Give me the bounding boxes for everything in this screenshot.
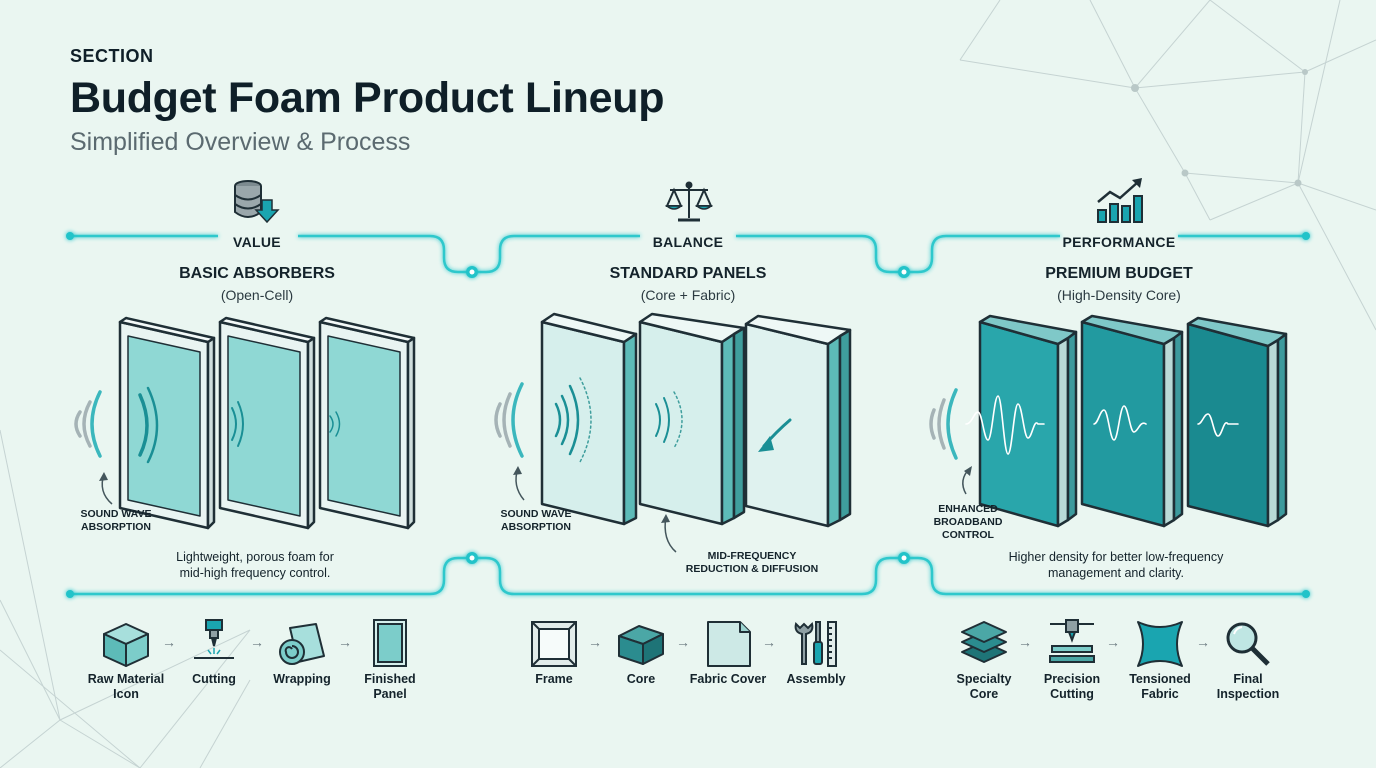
arrow-right-icon: → (588, 634, 602, 650)
page-title: Budget Foam Product Lineup (70, 74, 665, 122)
tension-icon (1137, 621, 1183, 667)
section-eyebrow: SECTION (70, 46, 154, 66)
step-fabric-cover: Fabric Cover (689, 672, 767, 686)
step-specialty-core: Specialty Core (956, 672, 1012, 701)
bottom-connector (70, 556, 1306, 596)
core-icon (618, 625, 664, 665)
label-value: VALUE (233, 234, 281, 250)
label-balance: BALANCE (652, 234, 724, 250)
sound-wave-icon (74, 386, 341, 464)
premium-budget-title: PREMIUM BUDGET (1045, 265, 1193, 282)
standard-panels (540, 312, 852, 528)
arrow-right-icon: → (338, 634, 352, 650)
arrow-right-icon: → (1196, 634, 1210, 650)
premium-budget-subtitle: (High-Density Core) (1057, 287, 1181, 303)
step-wrapping: Wrapping (273, 672, 331, 686)
basic-absorbers-description: Lightweight, porous foam for mid-high fr… (176, 550, 334, 580)
page-subtitle: Simplified Overview & Process (70, 128, 411, 156)
fabric-icon (707, 621, 751, 667)
tools-icon (794, 621, 837, 667)
layers-icon (961, 621, 1007, 663)
enhanced-broadband-note: ENHANCED BROADBAND CONTROL (933, 503, 1003, 541)
roll-icon (279, 623, 325, 665)
arrow-right-icon: → (162, 634, 176, 650)
premium-budget-description: Higher density for better low-frequency … (1008, 550, 1224, 580)
network-decoration-top (959, 0, 1376, 331)
database-download-icon (234, 180, 280, 224)
basic-absorber-panels (118, 316, 416, 530)
panel-icon (373, 619, 407, 667)
step-core: Core (626, 672, 656, 686)
step-frame: Frame (535, 672, 573, 686)
mid-frequency-note: MID-FREQUENCY REDUCTION & DIFFUSION (685, 550, 819, 575)
cutter-icon (194, 619, 234, 659)
step-cutting: Cutting (192, 672, 236, 686)
step-tensioned-fabric: Tensioned Fabric (1129, 672, 1191, 701)
step-finished-panel: Finished Panel (364, 672, 416, 701)
sound-wave-absorption-note-2: SOUND WAVE ABSORPTION (500, 508, 572, 533)
premium-panels (978, 314, 1288, 528)
standard-panels-subtitle: (Core + Fabric) (640, 287, 736, 303)
basic-absorbers-subtitle: (Open-Cell) (220, 287, 294, 303)
cube-icon (103, 623, 149, 667)
step-raw-material: Raw Material Icon (87, 672, 165, 701)
network-decoration-bottom (0, 429, 251, 768)
basic-absorbers-title: BASIC ABSORBERS (179, 265, 335, 282)
label-performance: PERFORMANCE (1062, 234, 1176, 250)
arrow-right-icon: → (250, 634, 264, 650)
sound-wave-absorption-note: SOUND WAVE ABSORPTION (80, 508, 152, 533)
arrow-right-icon: → (762, 634, 776, 650)
cnc-icon (1049, 619, 1095, 663)
scale-icon (664, 181, 714, 222)
frame-icon (531, 621, 577, 667)
standard-panels-title: STANDARD PANELS (609, 265, 767, 282)
arrow-right-icon: → (1106, 634, 1120, 650)
growth-chart-icon (1097, 178, 1143, 223)
arrow-right-icon: → (1018, 634, 1032, 650)
step-assembly: Assembly (786, 672, 846, 686)
arrow-right-icon: → (676, 634, 690, 650)
magnifier-icon (1226, 622, 1270, 666)
step-precision-cutting: Precision Cutting (1043, 672, 1101, 701)
step-final-inspection: Final Inspection (1216, 672, 1280, 701)
